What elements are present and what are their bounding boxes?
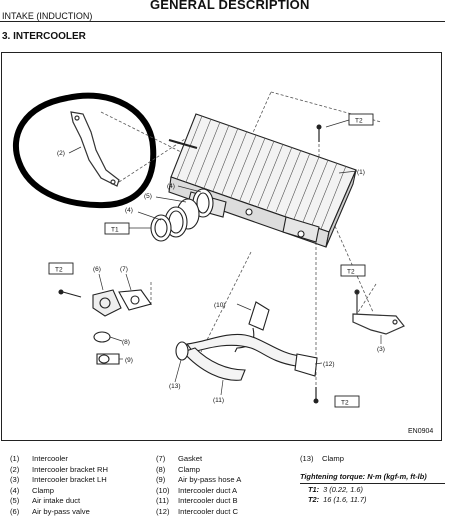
callout-12: (12)	[323, 361, 335, 368]
legend-item: (12) Intercooler duct C	[156, 507, 241, 518]
callout-11: (11)	[213, 397, 224, 404]
torque-tag-t2: T2	[347, 269, 355, 276]
legend-item: (5) Air intake duct	[10, 496, 108, 507]
hand-drawn-circle	[12, 92, 157, 209]
torque-row-t1: T1:3 (0.22, 1.6)	[300, 485, 445, 495]
legend-label: Air by-pass hose A	[178, 475, 242, 484]
legend-item: (8) Clamp	[156, 465, 241, 476]
callout-5: (5)	[144, 193, 152, 200]
legend-num: (8)	[156, 464, 166, 474]
torque-value: 16 (1.6, 11.7)	[323, 495, 367, 504]
legend-num: (6)	[10, 506, 20, 516]
exploded-diagram: (2) (1) (4) (5) (4) (6) (7) (8) (9) (10)…	[1, 52, 442, 441]
legend-item: (11) Intercooler duct B	[156, 496, 241, 507]
legend-num: (9)	[156, 475, 166, 484]
parts-legend-column-2: (7) Gasket (8) Clamp (9) Air by-pass hose A…	[156, 454, 241, 517]
legend-item: (1) Intercooler	[10, 454, 108, 465]
legend-item: (2) Intercooler bracket RH	[10, 465, 108, 476]
legend-item: (6) Air by-pass valve	[10, 507, 108, 518]
callout-7: (7)	[120, 266, 128, 273]
legend-num: (2)	[10, 464, 20, 474]
legend-num: (1)	[10, 454, 20, 463]
torque-tag-t2: T2	[55, 267, 63, 274]
torque-heading: Tightening torque: N·m (kgf-m, ft-lb)	[300, 472, 445, 484]
bolts	[313, 124, 322, 404]
air-bypass-valve	[58, 289, 152, 365]
legend-label: Intercooler duct C	[178, 506, 238, 516]
parts-legend-column-3: (13) Clamp	[300, 454, 344, 465]
legend-label: Intercooler bracket LH	[32, 475, 107, 484]
section-breadcrumb: INTAKE (INDUCTION)	[2, 11, 93, 21]
legend-label: Air by-pass valve	[32, 506, 90, 516]
tightening-torque-table: Tightening torque: N·m (kgf-m, ft-lb) T1…	[300, 472, 445, 505]
legend-item: (10) Intercooler duct A	[156, 486, 241, 497]
callout-13: (13)	[169, 383, 181, 390]
torque-tag-t1: T1	[111, 227, 119, 234]
legend-num: (7)	[156, 454, 166, 463]
legend-label: Intercooler bracket RH	[32, 464, 108, 474]
callout-9: (9)	[125, 357, 133, 364]
callout-3: (3)	[377, 346, 385, 353]
leader-lines	[68, 119, 382, 396]
callout-1: (1)	[357, 169, 365, 176]
torque-tag-t2: T2	[341, 400, 349, 407]
callout-4: (4)	[167, 183, 175, 190]
legend-item: (9) Air by-pass hose A	[156, 475, 241, 486]
legend-item: (3) Intercooler bracket LH	[10, 475, 108, 486]
callout-8: (8)	[122, 339, 130, 346]
legend-num: (13)	[300, 454, 314, 463]
torque-tag-t2: T2	[355, 118, 363, 125]
intercooler-bracket-rh	[70, 111, 120, 187]
torque-label: T2:	[308, 495, 320, 504]
legend-num: (11)	[156, 496, 169, 505]
parts-legend-column-1: (1) Intercooler (2) Intercooler bracket RH…	[10, 454, 108, 517]
legend-num: (3)	[10, 475, 20, 484]
legend-label: Air intake duct	[32, 496, 81, 505]
torque-value: 3 (0.22, 1.6)	[323, 485, 363, 494]
legend-item: (7) Gasket	[156, 454, 241, 465]
legend-item: (4) Clamp	[10, 486, 108, 497]
page-title: GENERAL DESCRIPTION	[150, 0, 310, 12]
legend-label: Clamp	[322, 454, 344, 463]
legend-label: Clamp	[32, 485, 54, 495]
torque-row-t2: T2:16 (1.6, 11.7)	[300, 495, 445, 505]
legend-num: (10)	[156, 485, 170, 495]
intercooler-bracket-lh	[352, 289, 405, 335]
intercooler-ducts	[175, 301, 318, 381]
figure-code: EN0904	[408, 428, 434, 435]
callout-4: (4)	[125, 207, 133, 214]
legend-label: Intercooler duct B	[178, 496, 238, 505]
legend-label: Intercooler duct A	[178, 485, 238, 495]
torque-label: T1:	[308, 485, 320, 494]
callout-6: (6)	[93, 266, 101, 273]
intercooler-core	[168, 113, 357, 248]
header-divider	[0, 21, 445, 22]
legend-num: (4)	[10, 485, 20, 495]
legend-num: (5)	[10, 496, 20, 505]
legend-num: (12)	[156, 506, 170, 516]
callout-10: (10)	[214, 302, 226, 309]
callout-2: (2)	[57, 150, 65, 157]
legend-label: Intercooler	[32, 454, 68, 463]
legend-label: Clamp	[178, 464, 200, 474]
section-heading: 3. INTERCOOLER	[2, 31, 86, 42]
legend-label: Gasket	[178, 454, 203, 463]
legend-item: (13) Clamp	[300, 454, 344, 465]
